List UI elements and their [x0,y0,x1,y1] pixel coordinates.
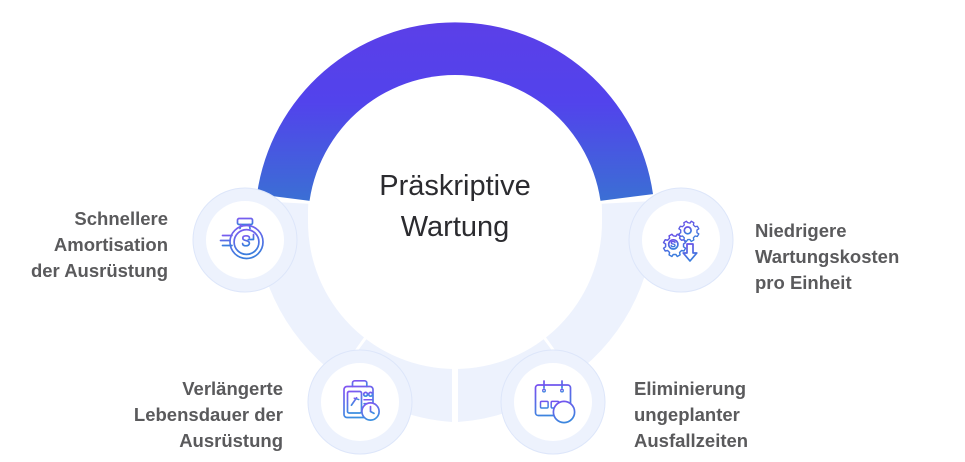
ring-segment-right [542,201,655,376]
badge-ring-lower-cost [628,187,734,293]
node-faster-roi[interactable] [192,187,298,293]
stopwatch-dollar-icon [219,217,264,260]
calendar-minus-icon [534,380,576,424]
node-eliminate-downtime[interactable] [500,349,606,455]
gears-dollar-down-arrow-icon [662,220,700,262]
label-lower-cost: Niedrigere Wartungskosten pro Einheit [755,220,900,293]
node-extended-lifespan[interactable] [307,349,413,455]
toolbox-clock-icon [343,379,380,421]
badge-fill-extended-lifespan [321,363,399,441]
badge-ring-faster-roi [192,187,298,293]
label-extended-lifespan: Verlängerte Lebensdauer der Ausrüstung [133,378,283,451]
badge-ring-extended-lifespan [307,349,413,455]
label-faster-roi: Schnellere Amortisation der Ausrüstung [30,208,168,281]
ring-segment-top-active [257,22,653,201]
page-title: Präskriptive Wartung [379,170,531,243]
badge-ring-eliminate-downtime [500,349,606,455]
center-disc [308,75,602,369]
node-lower-cost[interactable] [628,187,734,293]
label-eliminate-downtime: Eliminierung ungeplanter Ausfallzeiten [634,378,749,451]
